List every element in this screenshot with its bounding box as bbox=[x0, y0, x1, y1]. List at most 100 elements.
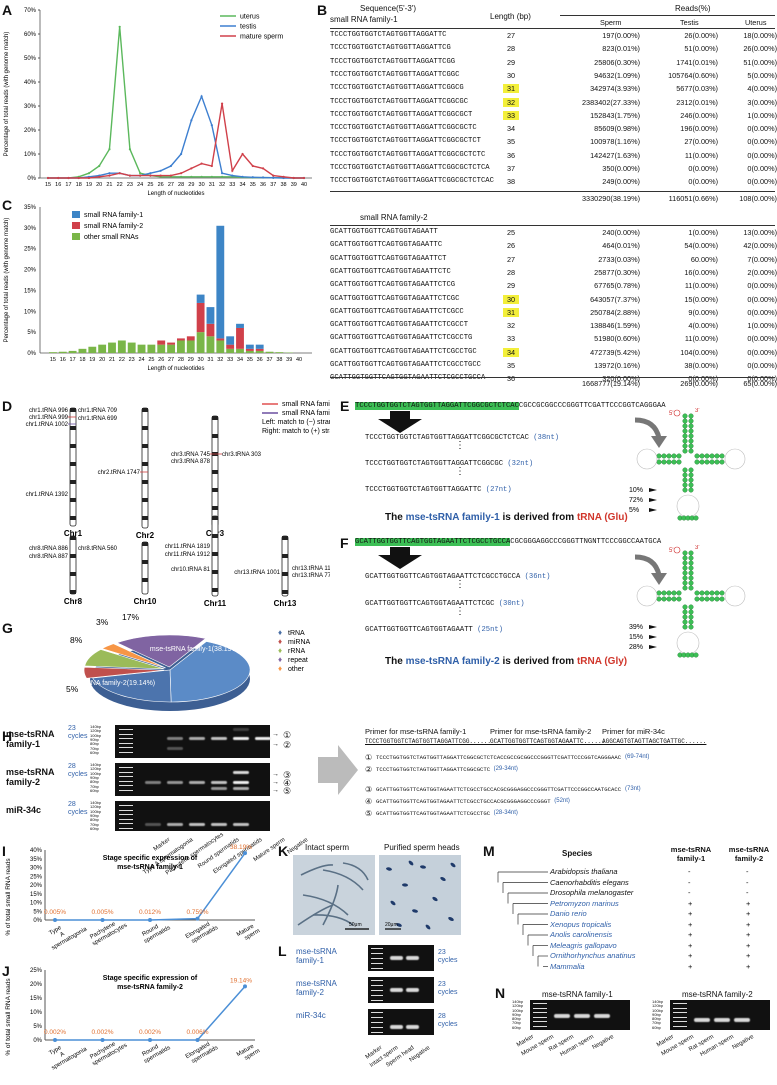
testis-reads: 5677(0.03%) bbox=[676, 84, 718, 94]
nucleotide bbox=[693, 652, 699, 658]
chromosome bbox=[281, 535, 289, 597]
m-family1-mark: + bbox=[688, 940, 693, 950]
a-xtick: 27 bbox=[168, 182, 174, 188]
a-point bbox=[87, 176, 91, 180]
a-point bbox=[190, 119, 193, 122]
ytick: 5% bbox=[33, 1024, 42, 1030]
uterus-reads: 1(0.00%) bbox=[747, 110, 777, 120]
d-legend-item: small RNA family-1 bbox=[282, 401, 330, 408]
l-cycles: 23 cycles bbox=[438, 981, 458, 996]
a-xtick: 33 bbox=[229, 182, 235, 188]
ladder-label: 140bp 120bp 100bp 90bp 80bp 70bp 60bp bbox=[512, 999, 524, 1030]
gel-band bbox=[189, 781, 205, 784]
a-ytick: 10% bbox=[24, 152, 37, 158]
nucleotide bbox=[682, 477, 688, 483]
m-family1-mark: + bbox=[688, 961, 693, 971]
uterus-reads: 13(0.00%) bbox=[743, 228, 777, 237]
value-label: 19.14% bbox=[230, 977, 252, 984]
primer-seq: GCATTGGTGGTTCAGTGGTAGAATTC...... bbox=[490, 738, 606, 745]
value-label: 0.006% bbox=[186, 1029, 208, 1036]
length: 32 bbox=[506, 321, 516, 331]
title: Stage specific expression of bbox=[103, 855, 198, 862]
a-legend-item: uterus bbox=[240, 14, 260, 21]
col-testis: Testis bbox=[680, 18, 699, 27]
chromosome-map: Chr1Chr2Chr3Chr8Chr10Chr11Chr13chr1.tRNA… bbox=[26, 401, 330, 608]
a-point bbox=[149, 174, 152, 177]
a-xtick: 24 bbox=[137, 182, 143, 188]
sequence: GCATTGGTGGTTCAGTGGTAGAATTCTC bbox=[330, 267, 451, 276]
gel-band bbox=[574, 1014, 590, 1018]
c-xtick: 23 bbox=[129, 357, 135, 363]
gel-band bbox=[189, 737, 205, 740]
uterus-reads: 0(0.00%) bbox=[747, 307, 777, 317]
testis-reads: 11(0.00%) bbox=[684, 150, 718, 160]
value-label: 0.759% bbox=[186, 909, 208, 916]
sequence: TCCCTGGTGGTCTAGTGGTTAGGATTCGGCGCTCTCAC bbox=[330, 177, 494, 186]
species-name: Meleagris gallopavo bbox=[550, 940, 617, 950]
uterus-reads: 0(0.00%) bbox=[747, 164, 777, 173]
a-ytick: 40% bbox=[24, 80, 37, 86]
length: 34 bbox=[503, 347, 519, 357]
testis-reads: 54(0.00%) bbox=[684, 241, 718, 251]
c-bar bbox=[196, 332, 205, 353]
nucleotide bbox=[682, 604, 688, 610]
sperm-reads: 249(0.00%) bbox=[602, 177, 640, 187]
gel-band bbox=[233, 728, 249, 731]
m-family1-mark: + bbox=[688, 898, 693, 908]
uterus-reads: 0(0.00%) bbox=[747, 334, 777, 344]
sequence: GCATTGGTGGTTCAGTGGTAGAATTCTCGCC bbox=[330, 307, 464, 316]
n-title: mse-tsRNA family-1 bbox=[542, 990, 613, 999]
l-row-label: mse-tsRNA family-2 bbox=[296, 979, 337, 997]
c-xtick: 30 bbox=[198, 357, 204, 363]
primer-title: Primer for mse-tsRNA family-2 bbox=[490, 727, 592, 736]
trna-label: chr1.tRNA 999 bbox=[29, 415, 69, 421]
a-point bbox=[180, 172, 183, 175]
svg-text:♦: ♦ bbox=[278, 655, 282, 664]
c-ytick: 35% bbox=[24, 205, 37, 211]
sperm-cell bbox=[302, 894, 349, 916]
sperm-reads: 342974(3.93%) bbox=[590, 84, 640, 94]
three-prime-label: 3' bbox=[695, 545, 699, 551]
gel-image bbox=[368, 977, 434, 1003]
testis-reads: 4(0.00%) bbox=[688, 321, 718, 331]
sperm-reads: 13972(0.16%) bbox=[594, 361, 640, 370]
c-bar bbox=[206, 323, 215, 337]
nucleotide bbox=[682, 448, 688, 454]
c-xtick: 28 bbox=[178, 357, 184, 363]
sequence: GCATTGGTGGTTCAGTGGTAGAATTC bbox=[330, 241, 443, 250]
sperm-head bbox=[420, 865, 426, 869]
c-xtick: 33 bbox=[227, 357, 233, 363]
nucleotide bbox=[682, 580, 688, 586]
c-xtick: 37 bbox=[266, 357, 272, 363]
uterus-reads: 0(0.00%) bbox=[747, 137, 777, 147]
ladder-label: 80bp bbox=[90, 741, 99, 747]
a-point bbox=[210, 164, 213, 168]
m-family1-mark: - bbox=[688, 877, 691, 887]
gel-band bbox=[167, 823, 183, 826]
nucleotide bbox=[714, 590, 720, 596]
sperm-head bbox=[425, 924, 431, 930]
nucleotide bbox=[656, 459, 662, 465]
length: 36 bbox=[506, 150, 516, 160]
chromosome bbox=[141, 541, 149, 595]
c-xtick: 39 bbox=[286, 357, 292, 363]
five-prime-label: 5' bbox=[669, 548, 673, 554]
ladder-label: 100bp bbox=[90, 770, 102, 776]
m-family2-mark: + bbox=[746, 930, 751, 939]
a-xtick: 15 bbox=[45, 182, 51, 188]
nucleotide bbox=[688, 570, 694, 576]
h-row-label: miR-34c bbox=[6, 805, 42, 815]
nucleotide bbox=[682, 443, 688, 449]
nucleotide bbox=[676, 596, 682, 602]
panel-label-n: N bbox=[495, 985, 506, 1001]
nucleotide bbox=[694, 596, 700, 602]
g-slice bbox=[92, 669, 172, 703]
chr-label: Chr13 bbox=[274, 599, 297, 608]
a-ylabel: Percentage of total reads (with genome m… bbox=[4, 32, 10, 157]
nucleotide bbox=[671, 459, 677, 465]
nucleotide bbox=[682, 555, 688, 561]
svg-text:♦: ♦ bbox=[278, 628, 282, 637]
a-point bbox=[159, 169, 162, 172]
